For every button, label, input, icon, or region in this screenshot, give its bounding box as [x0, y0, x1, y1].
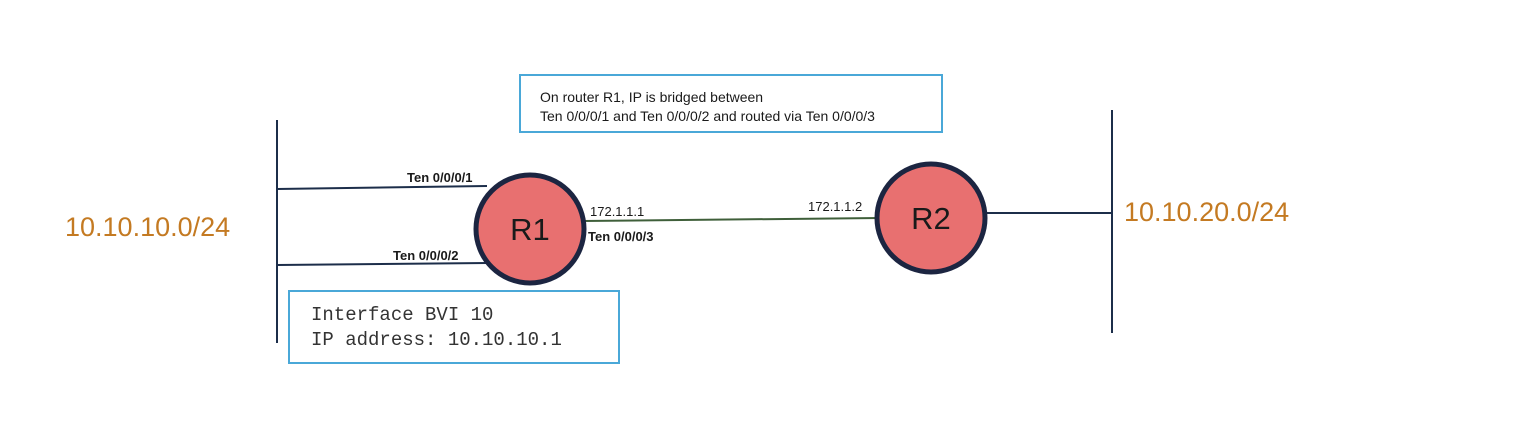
ten1-link — [276, 185, 488, 190]
ten2-label: Ten 0/0/0/2 — [393, 248, 459, 263]
router-r2: R2 — [874, 161, 988, 275]
note-line-2: Ten 0/0/0/1 and Ten 0/0/0/2 and routed v… — [540, 108, 875, 124]
ten3-label: Ten 0/0/0/3 — [588, 229, 654, 244]
left-network-label: 10.10.10.0/24 — [65, 212, 230, 242]
router-r1-label: R1 — [510, 212, 550, 247]
r2-ip-label: 172.1.1.2 — [808, 199, 862, 214]
bvi-line-1: Interface BVI 10 — [311, 304, 494, 326]
bvi-config-box: Interface BVI 10 IP address: 10.10.10.1 — [288, 290, 620, 364]
bvi-line-2: IP address: 10.10.10.1 — [311, 329, 562, 351]
ten2-link — [276, 262, 489, 266]
r1-r2-link — [582, 217, 881, 222]
note-line-1: On router R1, IP is bridged between — [540, 89, 764, 105]
right-network-label: 10.10.20.0/24 — [1124, 197, 1289, 227]
router-r2-label: R2 — [911, 201, 951, 236]
router-r1: R1 — [473, 172, 587, 286]
bridging-note-box: On router R1, IP is bridged between Ten … — [519, 74, 943, 133]
ten1-label: Ten 0/0/0/1 — [407, 170, 473, 185]
r1-ip-label: 172.1.1.1 — [590, 204, 644, 219]
